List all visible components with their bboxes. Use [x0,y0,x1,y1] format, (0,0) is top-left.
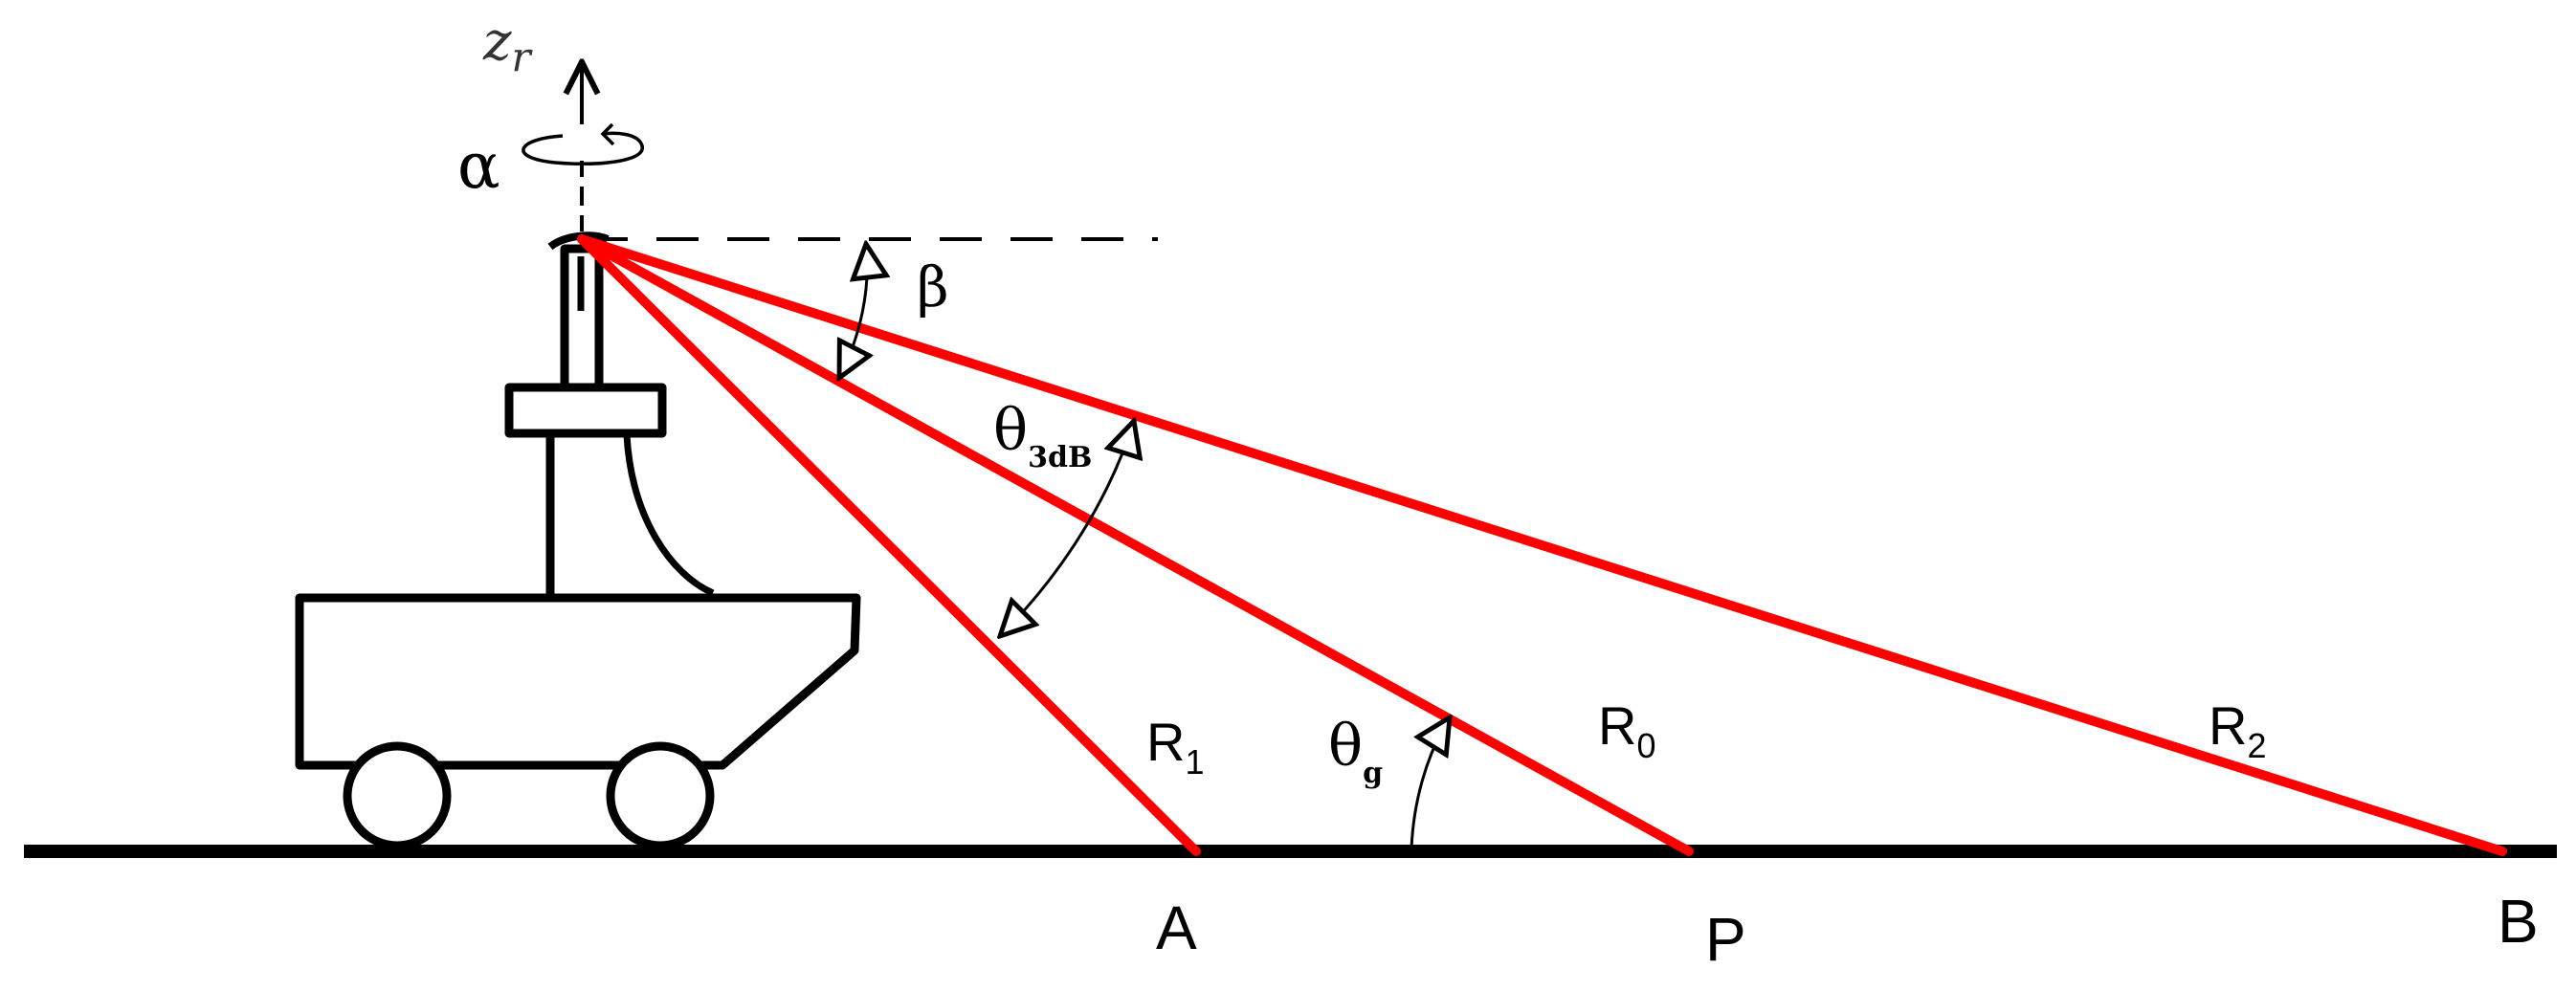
angle-arcs [839,244,1450,849]
point-p-label: P [1705,905,1746,974]
cable [623,434,715,597]
rotation-arrow-head [600,122,615,146]
robot-vehicle [295,231,861,850]
beam-far [577,234,2507,856]
range-near-label: R1 [1146,712,1204,782]
beam-center [577,234,1694,856]
wheel-left [343,741,452,850]
axis-z-label: zr [482,11,534,80]
mast-platform [504,383,667,438]
wheel-right [606,741,715,850]
beta-arc [839,244,867,378]
beam-near [577,234,1201,856]
point-b-label: B [2498,887,2539,956]
robot-body [295,593,861,770]
beam-lines [577,234,2507,856]
range-center-label: R0 [1598,695,1655,765]
beta-label: β [917,254,949,319]
alpha-label: α [457,129,500,203]
point-a-label: A [1156,893,1197,962]
theta3db-arc [1000,421,1134,636]
theta3db-label: θ3dB [993,397,1092,474]
rotation-axis [522,65,644,231]
rotation-arrow [522,131,644,165]
range-far-label: R2 [2209,695,2266,765]
thetag-label: θg [1328,713,1383,790]
thetag-arc [1410,717,1450,849]
